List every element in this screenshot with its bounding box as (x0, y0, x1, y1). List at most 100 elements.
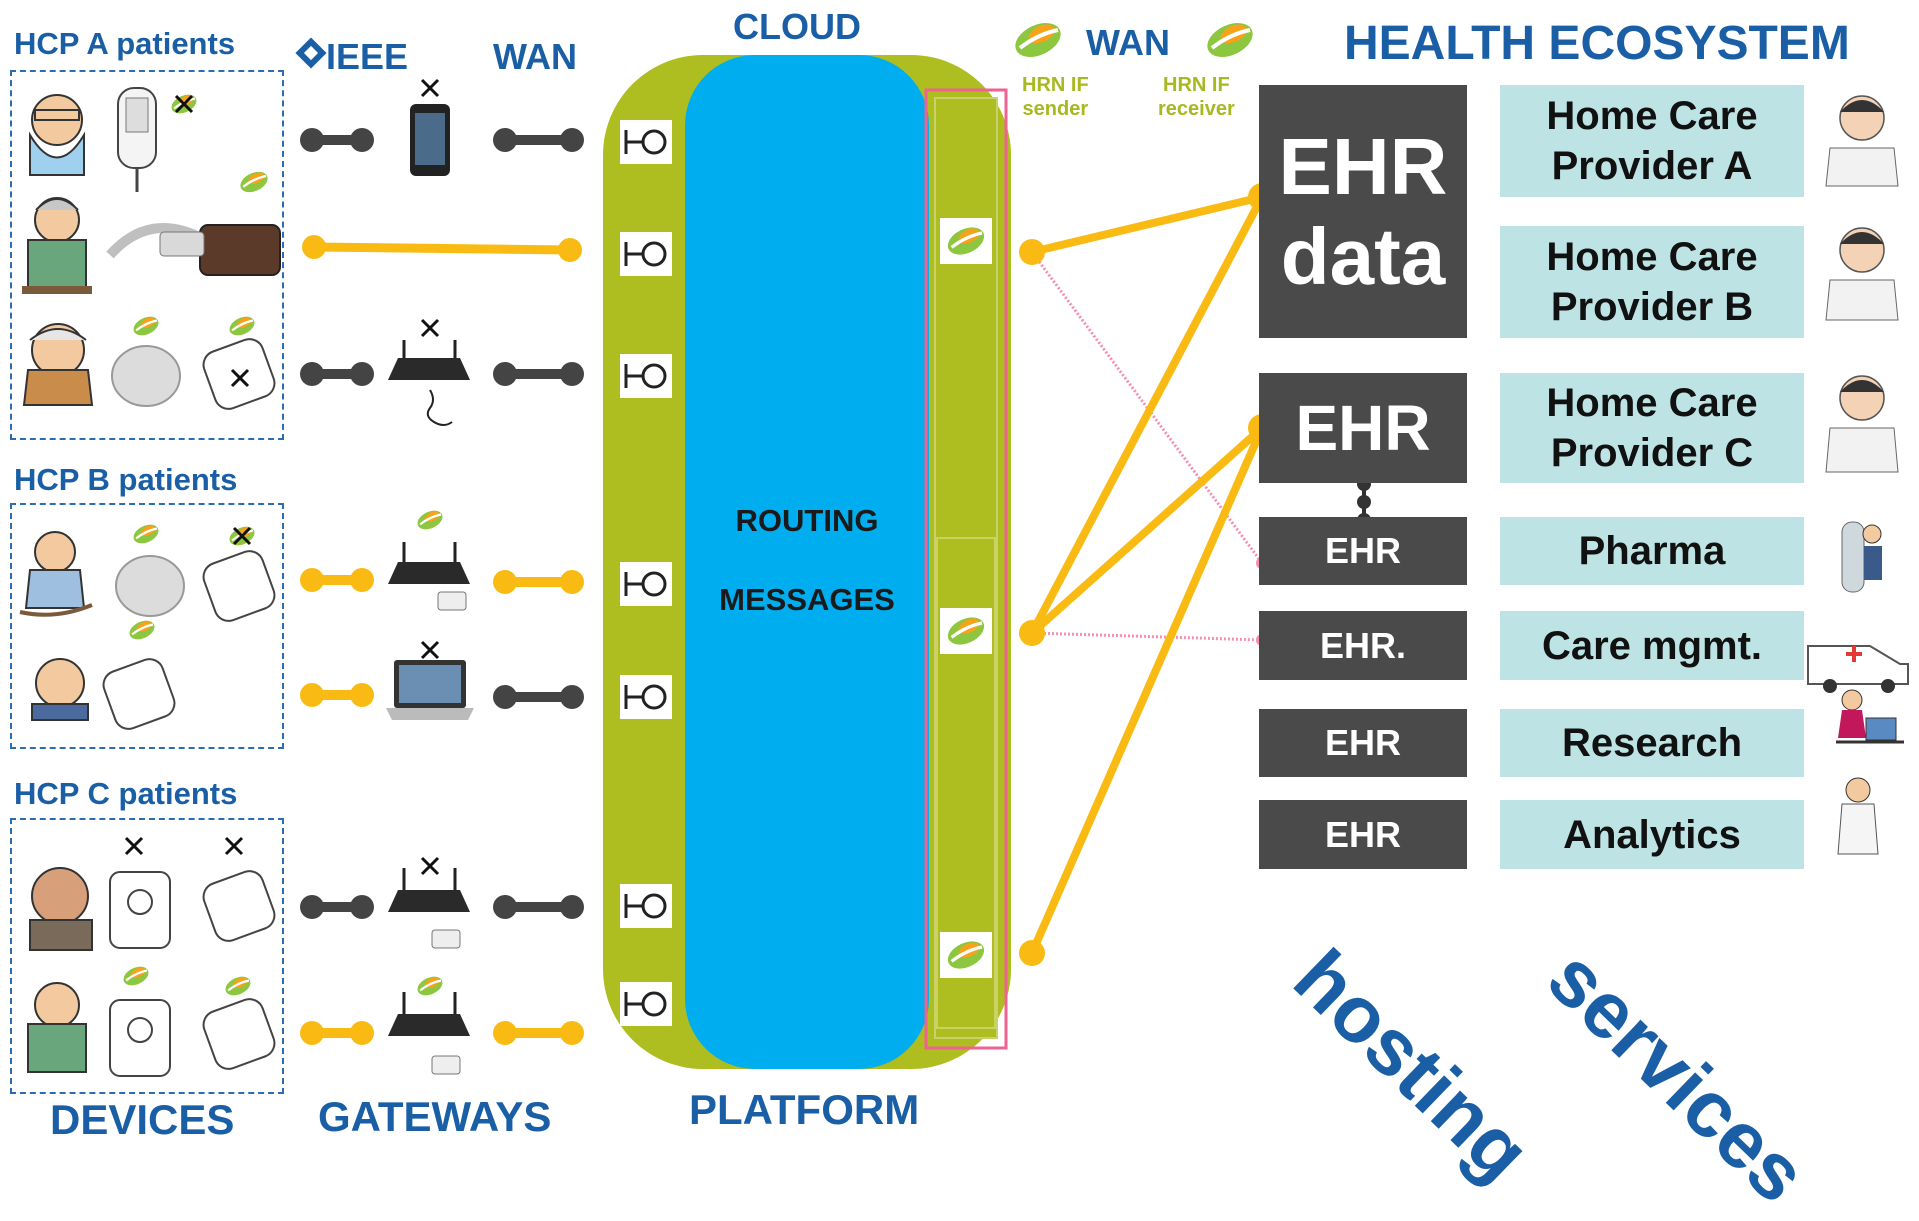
cloud-label: CLOUD (733, 6, 861, 47)
device-link-a1 (300, 128, 374, 152)
laptop-gateway-icon (386, 660, 474, 720)
x-mark-icon-g4 (420, 856, 440, 876)
diagram-canvas (19, 14, 1909, 1077)
blood-pressure-icon (109, 871, 171, 949)
wan-right-label: WAN (1086, 22, 1170, 63)
x-mark-icon-g2 (420, 318, 440, 338)
hrn-receiver-label: HRN IF receiver (1158, 74, 1235, 120)
weight-scale-icon-b1 (202, 550, 276, 622)
ehr-data-line2: data (1280, 211, 1446, 301)
wan-link-c1 (493, 895, 584, 919)
wan-link-a1 (493, 128, 584, 152)
patient-icon-c1 (29, 867, 93, 951)
service-care-mgmt[interactable]: Care mgmt. (1500, 611, 1804, 680)
yellow-link-4 (1028, 426, 1266, 955)
hrn-receiver-icon (1199, 14, 1261, 66)
yellow-link-3 (1029, 425, 1265, 636)
ieee-logo-icon (295, 37, 327, 69)
service-c-line1: Home Care (1546, 381, 1758, 425)
pharma-icon (1841, 521, 1882, 593)
patient-icon-a2 (22, 197, 92, 294)
yellow-link-1 (1031, 193, 1263, 256)
hrn-interface-frame (924, 88, 1008, 1050)
hrn-badge-1 (940, 218, 992, 264)
patient-icon-a1 (29, 94, 85, 176)
weight-scale-icon (202, 338, 276, 410)
weight-scale-icon-b2 (102, 658, 176, 730)
router-gateway-icon-2 (388, 542, 470, 611)
wan-link-b2 (493, 685, 584, 709)
service-home-care-b[interactable]: Home Care Provider B (1500, 226, 1804, 338)
blood-pressure-icon-c2 (109, 999, 171, 1077)
wan-left-label: WAN (493, 36, 577, 77)
wan-link-c2 (493, 1021, 584, 1045)
patient-icon-c2 (27, 982, 87, 1073)
service-b-line1: Home Care (1546, 235, 1758, 279)
x-mark-icon-g3 (420, 640, 440, 660)
health-ecosystem-title: HEALTH ECOSYSTEM (1344, 17, 1850, 70)
direct-link-a2 (302, 235, 582, 262)
patient-icon-a3 (22, 323, 94, 406)
ehr-data-line1: EHR (1278, 121, 1448, 211)
x-mark-icon-g1 (420, 78, 440, 98)
service-home-care-a[interactable]: Home Care Provider A (1500, 85, 1804, 197)
device-link-a3 (300, 362, 374, 386)
plug-connectors (620, 120, 672, 1026)
researcher-icon (1836, 689, 1904, 744)
routing-core (685, 55, 929, 1069)
hrn-sender-label: HRN IF sender (1022, 74, 1089, 120)
patient-group-b (10, 503, 284, 749)
service-b-line2: Provider B (1550, 285, 1754, 329)
analyst-icon (1837, 777, 1879, 855)
patient-group-a (10, 70, 284, 440)
service-research[interactable]: Research (1500, 709, 1804, 777)
ehr-data-box[interactable]: EHR data (1259, 85, 1467, 338)
pink-link-2 (1031, 631, 1263, 642)
ehr-box-analytics[interactable]: EHR (1259, 800, 1467, 869)
routing-label: ROUTING (735, 503, 879, 538)
service-analytics[interactable]: Analytics (1500, 800, 1804, 869)
service-c-line2: Provider C (1550, 431, 1754, 475)
doctor-icon-a (1825, 95, 1899, 187)
weight-scale-icon-c2 (202, 998, 276, 1070)
yellow-link-2 (1028, 195, 1266, 635)
ehr-box-care-mgmt[interactable]: EHR. (1259, 611, 1467, 680)
device-link-b2 (300, 683, 374, 707)
gateways-label: GATEWAYS (318, 1093, 552, 1140)
router-gateway-icon-1 (388, 340, 470, 426)
wan-link-a3 (493, 362, 584, 386)
hrn-icon-g4 (413, 971, 447, 1001)
doctor-icon-b (1825, 227, 1899, 321)
device-link-b1 (300, 568, 374, 592)
hcp-a-label: HCP A patients (14, 26, 236, 61)
hrn-icon-g2 (413, 505, 447, 535)
ehr-box-pharma[interactable]: EHR (1259, 517, 1467, 585)
messages-label: MESSAGES (719, 582, 895, 617)
doctor-icon-c (1825, 375, 1899, 473)
weight-scale-icon-c1 (202, 870, 276, 942)
patient-icon-b2 (31, 658, 89, 721)
ehr-box-c[interactable]: EHR (1259, 373, 1467, 483)
router-gateway-icon-3 (388, 868, 470, 949)
hrn-badge-2 (940, 608, 992, 654)
device-link-c2 (300, 1021, 374, 1045)
ieee-label: IEEE (326, 36, 409, 77)
patient-group-c (10, 818, 284, 1094)
ehr-box-research[interactable]: EHR (1259, 709, 1467, 777)
smartphone-gateway-icon (410, 104, 450, 176)
service-pharma[interactable]: Pharma (1500, 517, 1804, 585)
service-a-line1: Home Care (1546, 94, 1758, 138)
wan-link-b1 (493, 570, 584, 594)
cpap-device-icon (106, 223, 281, 276)
ambulance-icon (1807, 645, 1909, 693)
platform-label: PLATFORM (689, 1086, 920, 1133)
hrn-badge-3 (940, 932, 992, 978)
hrn-sender-icon (1007, 14, 1069, 66)
patient-icon-b1 (19, 531, 93, 617)
activity-monitor-icon-b1 (115, 555, 185, 617)
devices-label: DEVICES (50, 1096, 235, 1143)
service-a-line2: Provider A (1551, 144, 1753, 188)
hcp-c-label: HCP C patients (14, 776, 238, 811)
activity-monitor-icon (111, 345, 181, 407)
service-home-care-c[interactable]: Home Care Provider C (1500, 373, 1804, 483)
